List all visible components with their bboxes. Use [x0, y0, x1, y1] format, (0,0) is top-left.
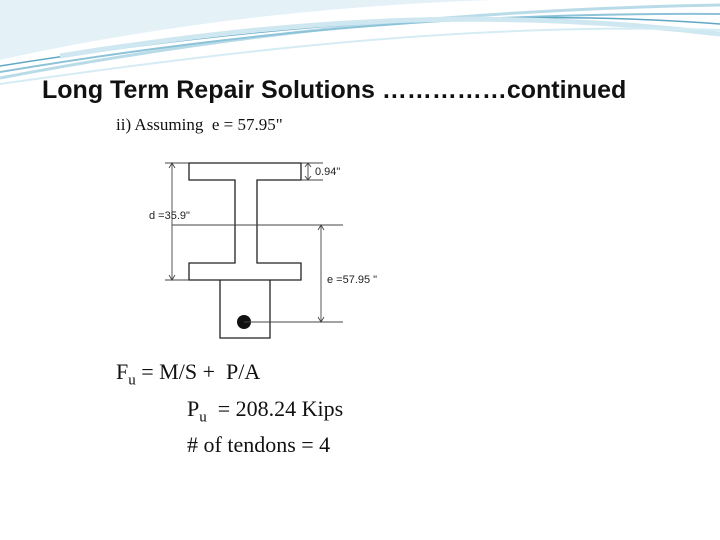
assumption-subtitle: ii) Assuming e = 57.95"	[116, 115, 283, 134]
depth-label: d =35.9"	[149, 210, 190, 222]
i-beam-section-diagram: 0.94" d =35.9" e =57.95 "	[143, 143, 401, 348]
flange-thickness-label: 0.94"	[315, 166, 340, 178]
eccentricity-label: e =57.95 "	[327, 274, 377, 286]
prestress-force-value: Pu = 208.24 Kips	[187, 396, 344, 426]
stress-equation: Fu = M/S + P/A	[116, 359, 261, 389]
slide-title: Long Term Repair Solutions ……………continue…	[42, 76, 627, 104]
tendon-count: # of tendons = 4	[187, 432, 331, 457]
header-wave-decoration	[0, 0, 720, 85]
repair-block-outline	[219, 280, 271, 339]
i-beam-outline	[188, 162, 302, 281]
